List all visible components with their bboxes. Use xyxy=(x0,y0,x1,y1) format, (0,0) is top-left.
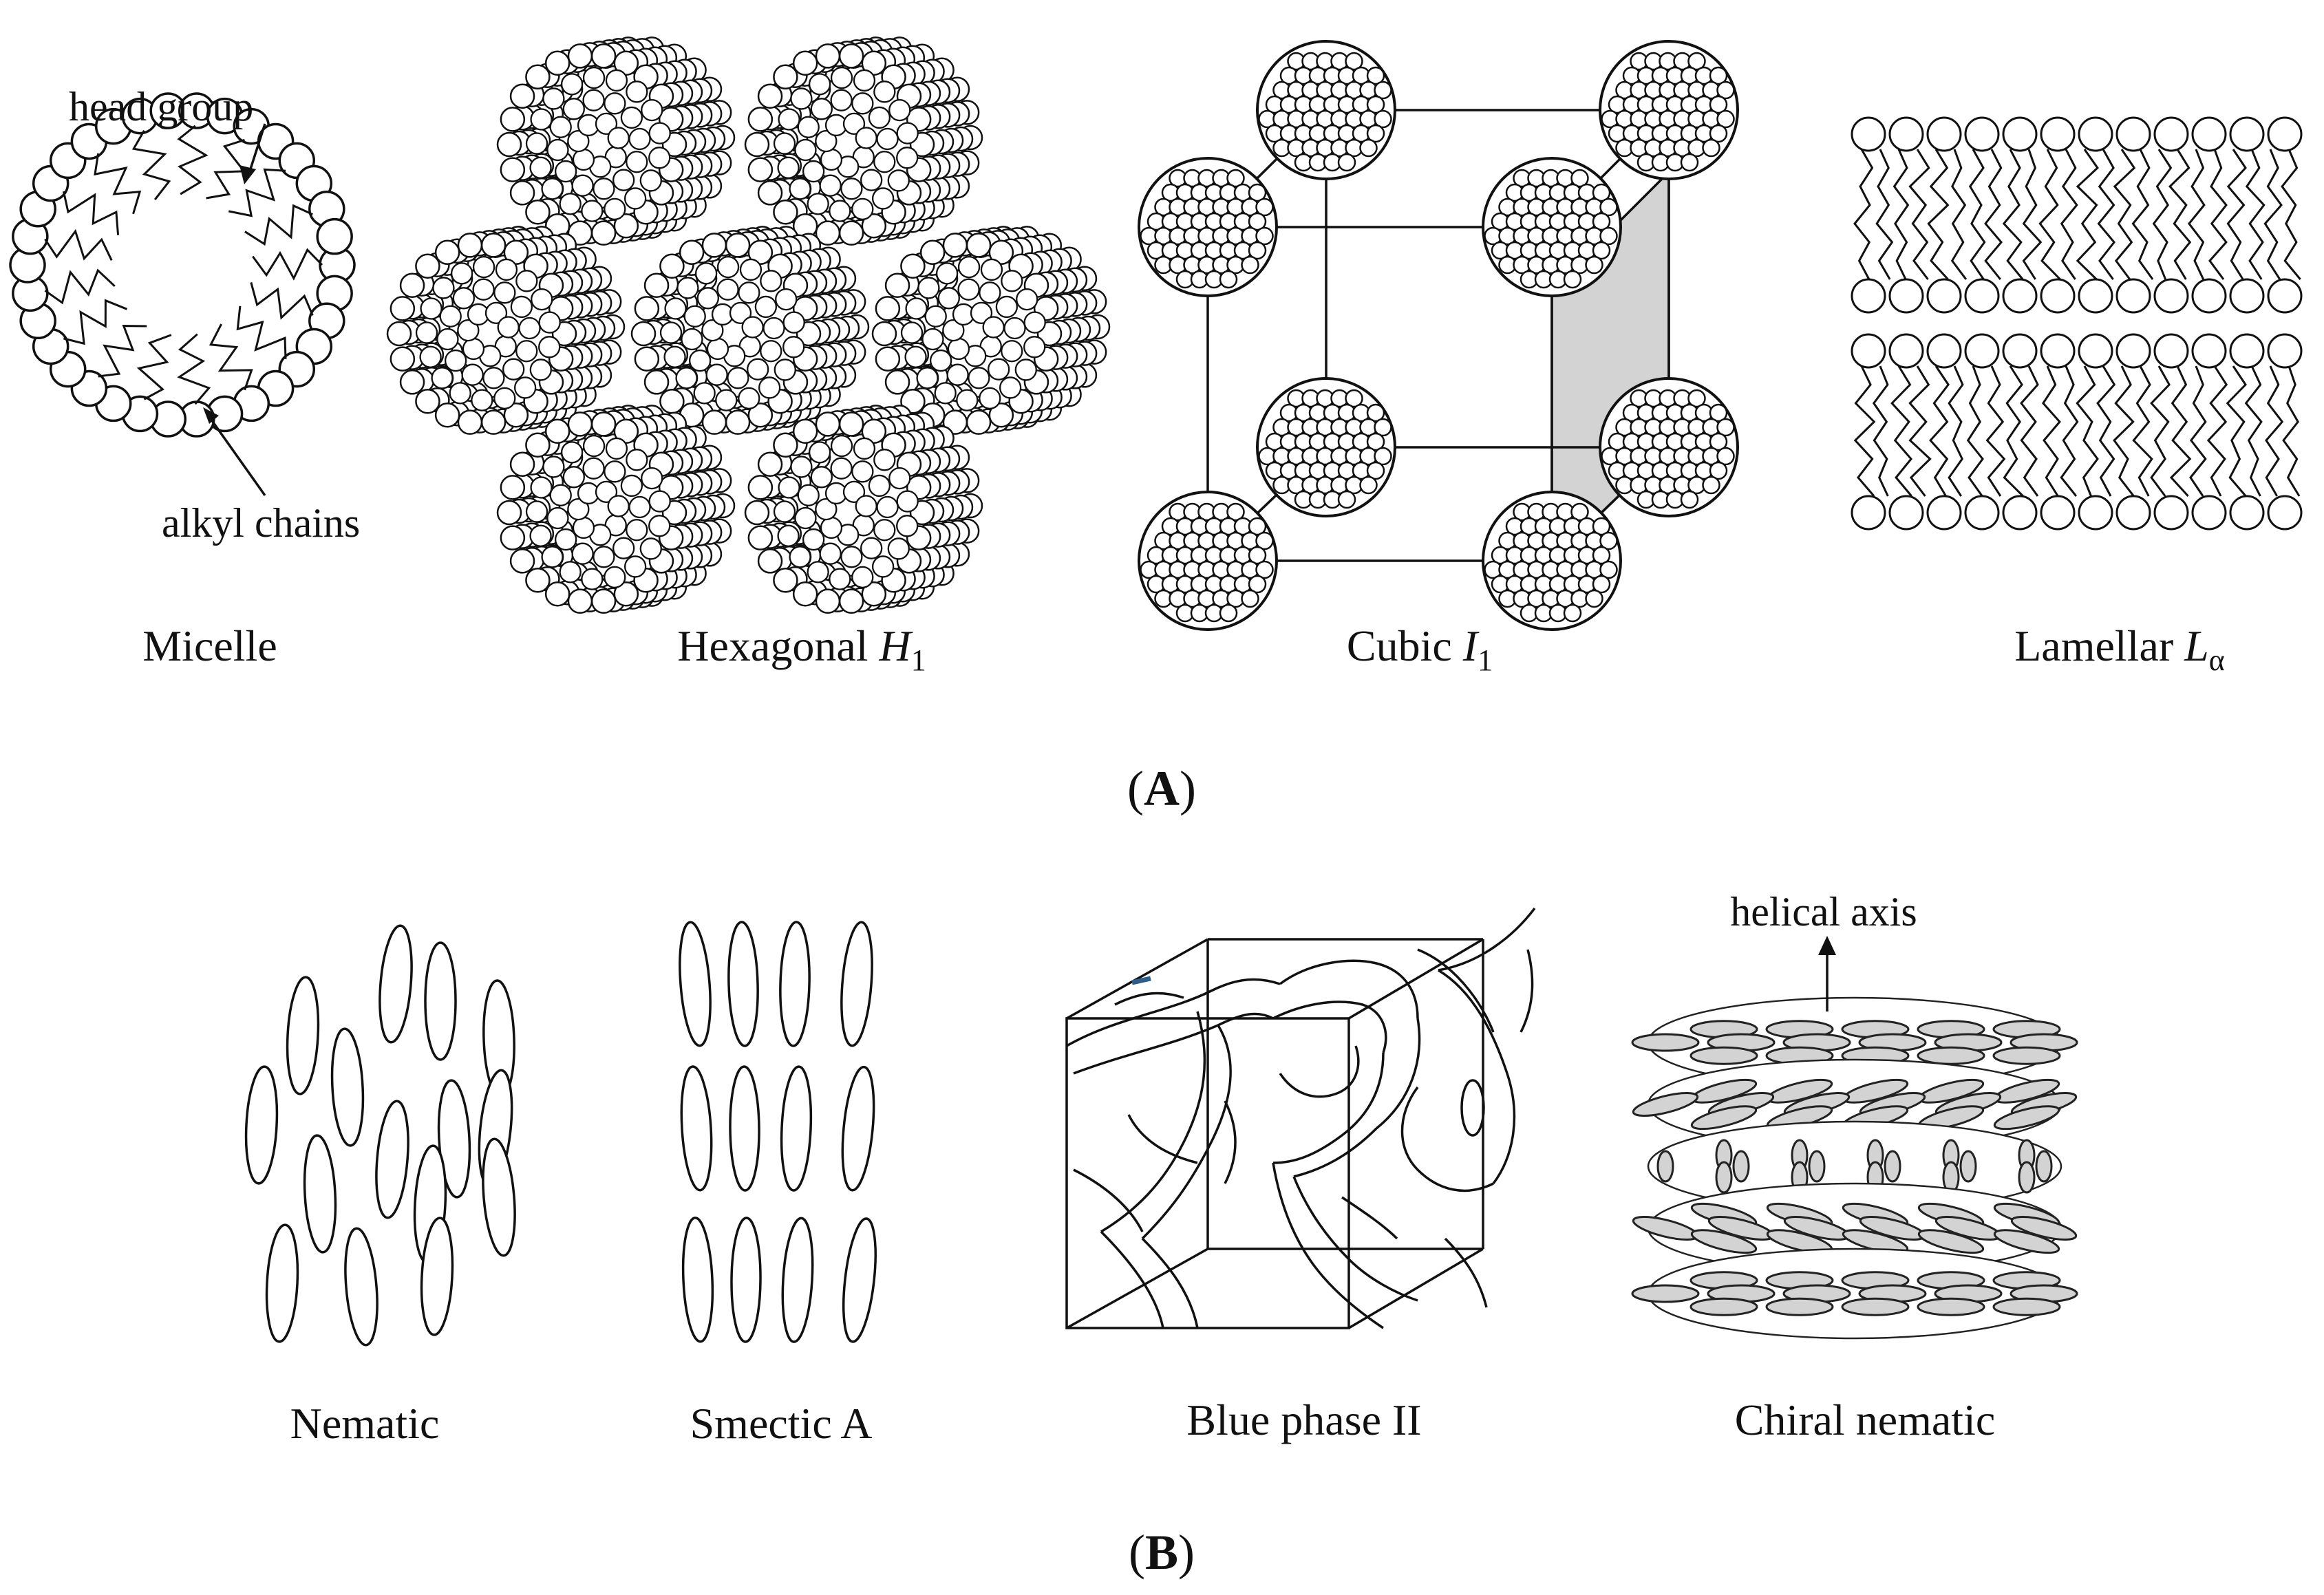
blue-phase-disclination-tubes xyxy=(1066,907,1536,1329)
head-group-arrowhead xyxy=(239,165,256,184)
hexagonal-diagram xyxy=(386,36,1111,614)
blue-phase-diagram xyxy=(1065,907,1536,1329)
panel-b-marker: (B) xyxy=(1129,1525,1195,1580)
helical-axis-annotation: helical axis xyxy=(1730,889,1917,934)
panel-a-marker: (A) xyxy=(1127,761,1196,816)
alkyl-chains-arrowhead xyxy=(203,407,219,424)
alkyl-chains-arrow xyxy=(205,411,266,497)
head-group-annotation: head group xyxy=(69,84,253,129)
panel-a: head group alkyl chains Micelle Hexagona… xyxy=(9,36,2303,816)
blue-phase-label: Blue phase II xyxy=(1186,1395,1421,1444)
alkyl-chains-annotation: alkyl chains xyxy=(162,500,360,546)
chiral-nematic-label: Chiral nematic xyxy=(1735,1395,1996,1444)
micelle-diagram xyxy=(9,92,356,438)
cubic-diagram xyxy=(1138,40,1739,631)
lamellar-label: Lamellar Lα xyxy=(2014,621,2225,677)
panel-b: Nematic Smectic A xyxy=(244,889,2078,1580)
blue-phase-blue-mark xyxy=(1131,976,1151,985)
hexagonal-label: Hexagonal H1 xyxy=(677,621,926,677)
smectic-a-diagram xyxy=(679,921,877,1343)
lamellar-diagram xyxy=(1851,116,2303,531)
cubic-label: Cubic I1 xyxy=(1347,621,1493,677)
smectic-a-label: Smectic A xyxy=(690,1399,873,1448)
tube-cross-section xyxy=(1460,1079,1485,1137)
chiral-nematic-diagram xyxy=(1631,996,2078,1340)
micelle-label: Micelle xyxy=(142,621,277,670)
nematic-label: Nematic xyxy=(290,1399,440,1448)
nematic-diagram xyxy=(244,924,516,1347)
helical-axis-arrowhead xyxy=(1818,936,1836,955)
blue-phase-cube-edges xyxy=(1065,938,1484,1329)
